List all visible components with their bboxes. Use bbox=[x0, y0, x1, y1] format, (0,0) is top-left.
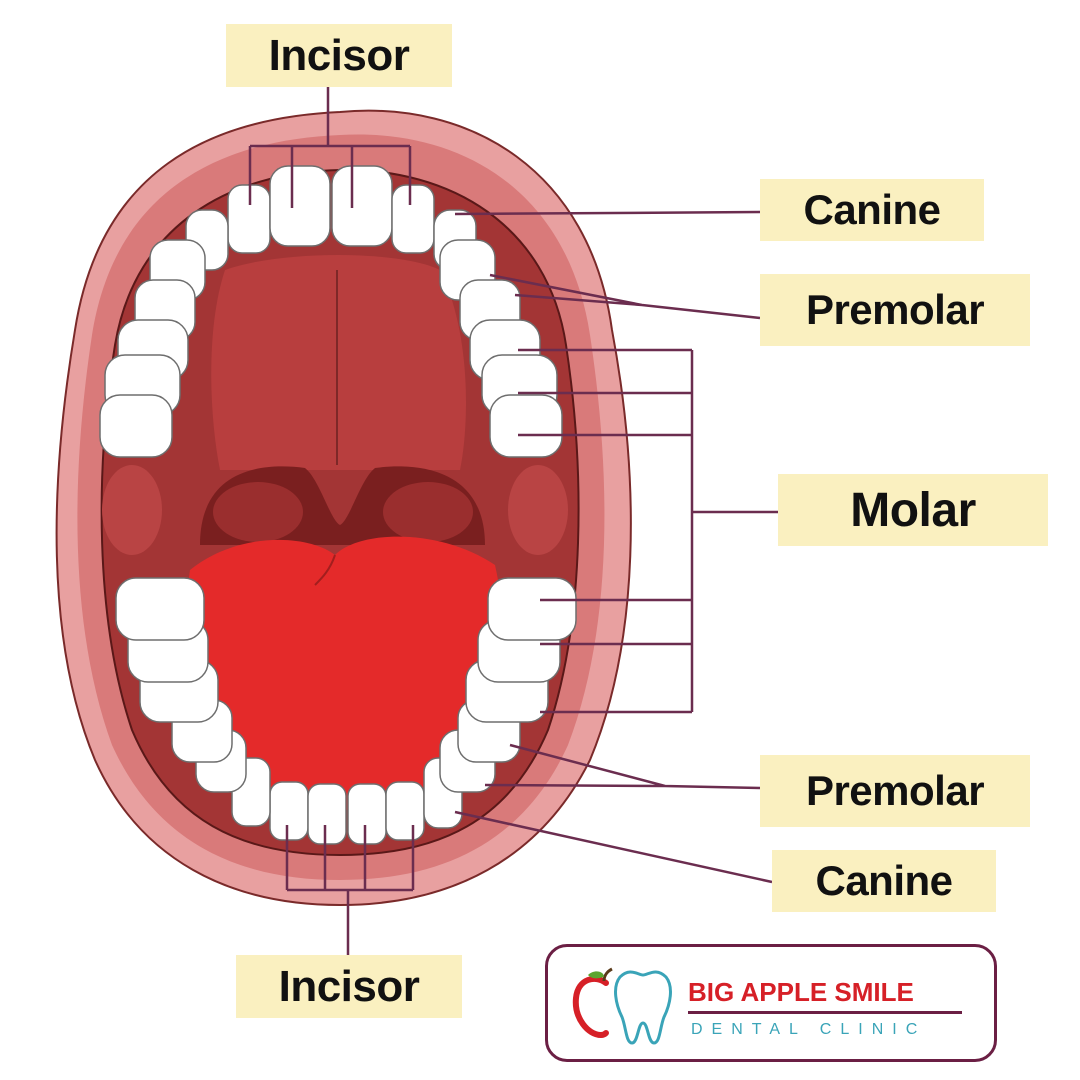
clinic-logo: BIG APPLE SMILE DENTAL CLINIC bbox=[545, 944, 997, 1062]
tongue-groove bbox=[314, 554, 336, 586]
lower-canine-leader bbox=[454, 810, 773, 884]
upper-molar bbox=[99, 394, 173, 458]
lower-premolar-leader bbox=[484, 743, 761, 790]
upper-incisor bbox=[391, 184, 435, 254]
bottom-incisor-label: Incisor bbox=[236, 955, 462, 1018]
left-tonsil bbox=[213, 482, 303, 542]
logo-subtitle: DENTAL CLINIC bbox=[691, 1021, 927, 1038]
palate bbox=[211, 255, 466, 470]
bottom-incisor-leader bbox=[285, 825, 415, 955]
logo-divider bbox=[688, 1011, 962, 1014]
right-cheek bbox=[508, 465, 568, 555]
upper-canine-leader bbox=[454, 210, 761, 216]
lower-premolar-label: Premolar bbox=[760, 755, 1030, 827]
right-tonsil bbox=[383, 482, 473, 542]
upper-canine-label: Canine bbox=[760, 179, 984, 241]
top-incisor-label: Incisor bbox=[226, 24, 452, 87]
upper-premolar-leader bbox=[489, 273, 761, 320]
upper-incisor bbox=[269, 165, 331, 247]
lower-molar bbox=[487, 577, 577, 641]
tooth-icon bbox=[614, 970, 672, 1045]
lower-molar bbox=[115, 577, 205, 641]
top-incisor-leader bbox=[248, 87, 412, 208]
left-cheek bbox=[102, 465, 162, 555]
mouth-illustration bbox=[55, 109, 632, 907]
molar-bracket bbox=[518, 348, 778, 714]
upper-premolar-label: Premolar bbox=[760, 274, 1030, 346]
lower-incisor bbox=[347, 783, 387, 845]
lower-teeth bbox=[115, 577, 577, 845]
molar-label: Molar bbox=[778, 474, 1048, 546]
lower-incisor bbox=[269, 781, 309, 841]
upper-incisor bbox=[331, 165, 393, 247]
lower-canine-label: Canine bbox=[772, 850, 996, 912]
upper-molar bbox=[489, 394, 563, 458]
lower-incisor bbox=[307, 783, 347, 845]
apple-icon bbox=[572, 967, 613, 1039]
leader-lines bbox=[248, 87, 778, 955]
lower-incisor bbox=[385, 781, 425, 841]
logo-title: BIG APPLE SMILE bbox=[688, 977, 914, 1007]
tongue bbox=[185, 536, 503, 810]
